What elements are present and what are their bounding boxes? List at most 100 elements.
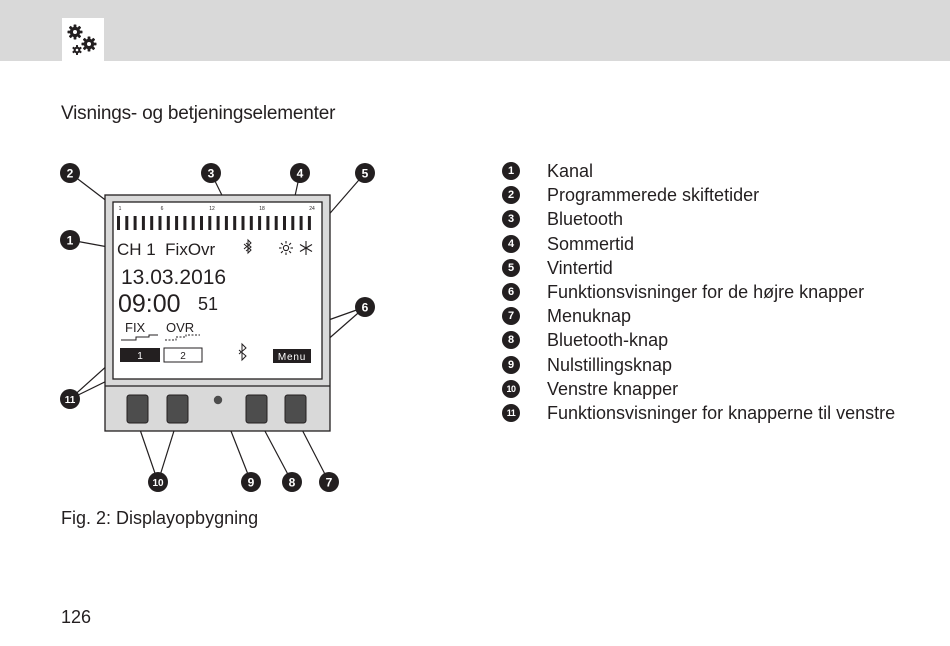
hour-bar bbox=[291, 216, 295, 230]
callout-11-number: 11 bbox=[65, 395, 76, 406]
legend-text: Programmerede skiftetider bbox=[547, 185, 760, 206]
hour-bar bbox=[150, 216, 154, 230]
hour-bar bbox=[283, 216, 286, 230]
hour-bar bbox=[191, 216, 195, 230]
scale-tick: 18 bbox=[259, 206, 265, 212]
header-band bbox=[0, 0, 950, 61]
hour-bar bbox=[274, 216, 278, 230]
hour-bar bbox=[133, 216, 137, 230]
legend-item: 9 Nulstillingsknap bbox=[502, 353, 922, 377]
switching-time-bar-graph bbox=[117, 216, 311, 230]
legend-number: 10 bbox=[502, 379, 520, 398]
legend-text: Funktionsvisninger for knapperne til ven… bbox=[547, 403, 896, 424]
bluetooth-icon bbox=[243, 238, 252, 255]
menu-label: Menu bbox=[278, 352, 306, 363]
legend-number: 4 bbox=[502, 234, 520, 253]
figure-caption: Fig. 2: Displayopbygning bbox=[61, 508, 259, 528]
sun-icon bbox=[279, 241, 293, 255]
channel-text: CH 1 FixOvr bbox=[117, 240, 216, 259]
left-button-2[interactable] bbox=[166, 394, 189, 424]
callout-3-marker bbox=[201, 163, 221, 183]
hour-bar bbox=[216, 216, 220, 230]
legend-text: Menuknap bbox=[547, 306, 632, 327]
display-figure: 1 6 12 18 24 CH 1 FixOvr 13.03.2016 09:0… bbox=[0, 140, 420, 507]
ovr-label: OVR bbox=[166, 320, 194, 335]
legend-number: 7 bbox=[502, 307, 520, 326]
callout-3-number: 3 bbox=[208, 167, 215, 181]
legend-text: Nulstillingsknap bbox=[547, 354, 673, 375]
callout-10-marker bbox=[148, 472, 168, 492]
softkey-1-label: 1 bbox=[137, 351, 143, 362]
time-text: 09:00 bbox=[118, 290, 181, 318]
legend-number: 6 bbox=[502, 283, 520, 302]
legend-number: 9 bbox=[502, 355, 520, 374]
legend-text: Bluetooth-knap bbox=[547, 330, 669, 351]
snowflake-icon bbox=[299, 241, 313, 255]
callout-1-number: 1 bbox=[67, 234, 74, 248]
callout-6-marker bbox=[355, 297, 375, 317]
callout-5-number: 5 bbox=[362, 167, 369, 181]
legend-number: 11 bbox=[502, 404, 520, 423]
legend-text: Funktionsvisninger for de højre knapper bbox=[547, 282, 865, 303]
hour-bar bbox=[175, 216, 179, 230]
legend-number: 8 bbox=[502, 331, 520, 350]
legend-text: Kanal bbox=[547, 161, 594, 181]
legend-number: 5 bbox=[502, 258, 520, 277]
callout-2-marker bbox=[60, 163, 80, 183]
legend-text: Sommertid bbox=[547, 233, 635, 254]
page-number: 126 bbox=[61, 607, 92, 627]
hour-bar bbox=[249, 216, 253, 230]
callout-2-number: 2 bbox=[67, 167, 74, 181]
callout-4-number: 4 bbox=[297, 167, 304, 181]
hour-bar bbox=[307, 216, 311, 230]
legend-number: 2 bbox=[502, 186, 520, 205]
softkey-2-label: 2 bbox=[180, 351, 186, 362]
callout-9-marker bbox=[241, 472, 261, 492]
seconds-text: 51 bbox=[198, 294, 218, 314]
hour-bar bbox=[125, 216, 129, 230]
legend-text: Bluetooth bbox=[547, 209, 624, 230]
menu-indicator bbox=[273, 349, 311, 363]
hour-bar bbox=[233, 216, 237, 230]
legend-item: 5 Vintertid bbox=[502, 256, 922, 280]
hour-bar bbox=[224, 216, 228, 230]
softkey-1-indicator bbox=[120, 348, 160, 362]
legend-item: 2 Programmerede skiftetider bbox=[502, 183, 922, 207]
callout-10-number: 10 bbox=[152, 478, 164, 489]
legend-text: Vintertid bbox=[547, 257, 613, 278]
scale-tick: 6 bbox=[161, 206, 164, 212]
callout-9-number: 9 bbox=[248, 476, 255, 490]
reset-button[interactable] bbox=[213, 395, 223, 405]
menu-button[interactable] bbox=[284, 394, 307, 424]
callout-7-marker bbox=[319, 472, 339, 492]
legend-item: 6 Funktionsvisninger for de højre knapper bbox=[502, 280, 922, 304]
bluetooth-button[interactable] bbox=[245, 394, 268, 424]
hour-bar bbox=[299, 216, 303, 230]
tab-pointer bbox=[74, 61, 92, 70]
legend-item: 7 Menuknap bbox=[502, 304, 922, 328]
callout-4-marker bbox=[290, 163, 310, 183]
hour-bar bbox=[266, 216, 270, 230]
hour-bar bbox=[117, 216, 120, 230]
callout-7-number: 7 bbox=[326, 476, 333, 490]
legend-item: 1 Kanal bbox=[502, 159, 922, 183]
callout-8-number: 8 bbox=[289, 476, 296, 490]
bluetooth-key-icon bbox=[238, 342, 247, 362]
legend-item: 11 Funktionsvisninger for knapperne til v… bbox=[502, 401, 922, 425]
hour-bar bbox=[141, 216, 145, 230]
left-button-1[interactable] bbox=[126, 394, 149, 424]
legend-number: 1 bbox=[502, 162, 520, 180]
hour-bar bbox=[158, 216, 162, 230]
date-text: 13.03.2016 bbox=[121, 266, 226, 289]
legend-item: 8 Bluetooth-knap bbox=[502, 328, 922, 352]
gears-tab bbox=[62, 18, 104, 61]
hour-bar bbox=[258, 216, 262, 230]
scale-tick: 12 bbox=[209, 206, 215, 212]
hour-bar bbox=[166, 216, 170, 230]
hour-bar bbox=[183, 216, 187, 230]
callout-5-marker bbox=[355, 163, 375, 183]
callout-8-marker bbox=[282, 472, 302, 492]
